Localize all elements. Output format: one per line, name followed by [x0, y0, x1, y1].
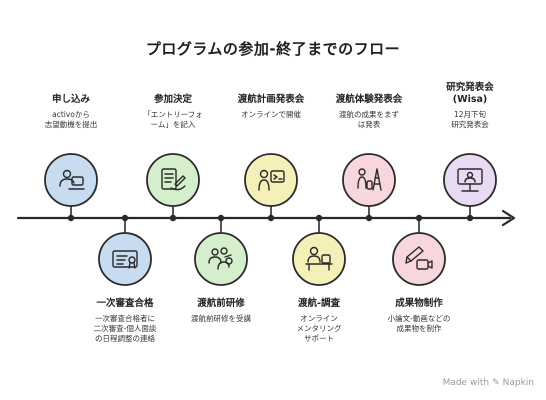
- step-label-9: 研究発表会 (Wisa) 12月下旬 研究発表会: [415, 82, 525, 130]
- step-circle: [443, 153, 497, 207]
- presenter-icon: [258, 169, 285, 191]
- step-circle: [146, 153, 200, 207]
- step-label-4: 渡航前研修渡航前研修を受講: [166, 298, 276, 324]
- step-title: 渡航-調査: [298, 298, 340, 309]
- step-circle: [194, 232, 248, 286]
- lecture-screen-icon: [457, 168, 483, 192]
- research-desk-icon: [305, 246, 333, 271]
- axis-dot: [121, 214, 129, 222]
- step-label-3: 参加決定「エントリーフォ ーム」を記入: [118, 94, 228, 130]
- step-title: 渡航前研修: [197, 298, 245, 309]
- step-node-3: [146, 153, 200, 222]
- step-circle: [392, 232, 446, 286]
- computer-user-icon: [59, 169, 85, 190]
- step-title: 一次審査合格: [96, 298, 154, 309]
- step-circle: [342, 153, 396, 207]
- step-title: 研究発表会 (Wisa): [446, 82, 494, 105]
- step-label-6: 渡航-調査オンライン メンタリング サポート: [264, 298, 374, 344]
- step-description: 12月下旬 研究発表会: [451, 110, 489, 129]
- travel-landmark-icon: [357, 168, 382, 191]
- axis-dot: [415, 214, 423, 222]
- step-description: 一次審査合格者に 二次審査-個人面談 の日程調整の連絡: [93, 314, 157, 343]
- step-node-8: [392, 214, 446, 286]
- step-label-7: 渡航体験発表会渡航の成果をまず は発表: [314, 94, 424, 130]
- step-title: 渡航体験発表会: [335, 94, 403, 105]
- step-node-2: [98, 214, 152, 286]
- napkin-credit[interactable]: Made with ✎ Napkin: [443, 378, 534, 388]
- step-label-1: 申し込み activoから 志望動機を提出: [16, 94, 126, 130]
- step-node-4: [194, 214, 248, 286]
- step-description: オンラインで開催: [241, 110, 301, 119]
- step-label-5: 渡航計画発表会オンラインで開催: [216, 94, 326, 120]
- step-title: 成果物制作: [395, 298, 443, 309]
- step-label-2: 一次審査合格一次審査合格者に 二次審査-個人面談 の日程調整の連絡: [70, 298, 180, 344]
- axis-dot: [267, 214, 275, 222]
- step-node-9: [443, 153, 497, 222]
- step-node-6: [292, 214, 346, 286]
- group-training-icon: [208, 247, 233, 270]
- axis-dot: [217, 214, 225, 222]
- step-node-7: [342, 153, 396, 222]
- step-title: 参加決定: [153, 94, 192, 105]
- credit-text: Made with: [442, 378, 490, 388]
- timeline-arrowhead: [501, 209, 516, 227]
- entry-form-icon: [161, 168, 186, 191]
- axis-dot: [466, 214, 474, 222]
- certificate-icon: [112, 250, 138, 269]
- credit-brand: Napkin: [502, 378, 534, 388]
- step-node-5: [244, 153, 298, 222]
- step-title: 渡航計画発表会: [237, 94, 305, 105]
- step-label-8: 成果物制作小論文-動画などの 成果物を制作: [364, 298, 474, 334]
- step-node-1: [44, 153, 98, 222]
- pencil-video-icon: [405, 246, 433, 270]
- step-description: activoから 志望動機を提出: [44, 110, 98, 129]
- axis-dot: [365, 214, 373, 222]
- step-description: 渡航前研修を受講: [191, 314, 251, 323]
- diagram-title: プログラムの参加-終了までのフロー: [145, 40, 401, 58]
- axis-dot: [315, 214, 323, 222]
- axis-dot: [169, 214, 177, 222]
- napkin-logo-icon: ✎: [492, 378, 500, 388]
- step-title: 申し込み: [51, 94, 90, 105]
- axis-dot: [67, 214, 75, 222]
- step-circle: [98, 232, 152, 286]
- step-description: オンライン メンタリング サポート: [296, 314, 342, 343]
- step-description: 渡航の成果をまず は発表: [339, 110, 399, 129]
- step-description: 「エントリーフォ ーム」を記入: [143, 110, 203, 129]
- step-description: 小論文-動画などの 成果物を制作: [387, 314, 451, 333]
